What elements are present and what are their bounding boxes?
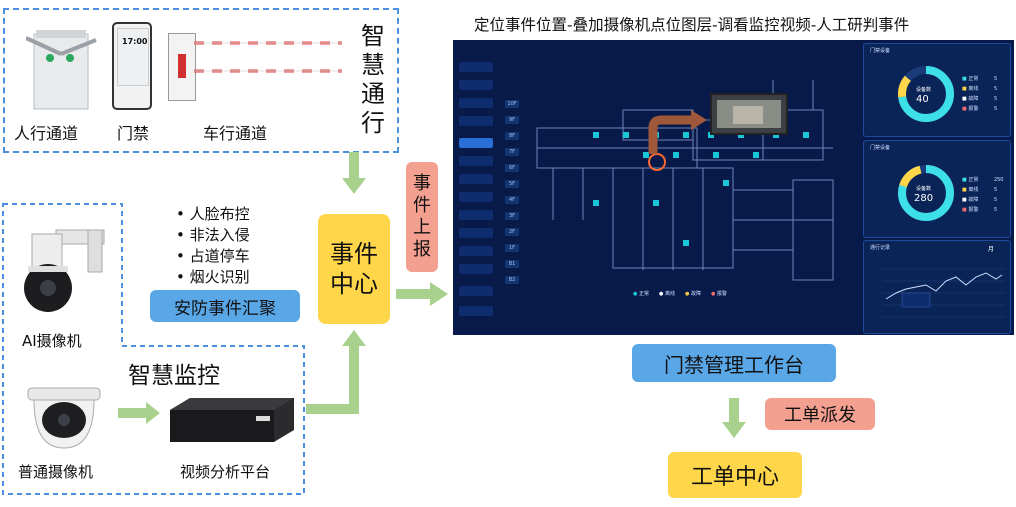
menu-item — [459, 306, 493, 316]
floor-button: 7F — [505, 148, 519, 156]
donut-1-label: 设备数 — [916, 87, 932, 93]
donut-chart-2 — [898, 165, 954, 221]
floor-plan-map — [536, 80, 834, 281]
legend-normal: ● 正常 — [633, 291, 649, 297]
video-platform-image — [170, 398, 294, 442]
event-center-box: 事件 中心 — [318, 214, 390, 324]
menu-item — [459, 286, 493, 296]
vehicle-channel-label: 车行通道 — [203, 124, 268, 143]
floor-button: 3F — [505, 212, 519, 220]
arrow-platform-to-center-head — [342, 330, 366, 346]
floor-button: 9F — [505, 116, 519, 124]
list-item: • 非法入侵 — [176, 226, 250, 244]
device-panel-1: 门禁设备 设备数 40 ■ 正常 5 ■ 离线 5 ■ 故障 5 ■ 报警 5 — [863, 43, 1011, 137]
workbench-pill: 门禁管理工作台 — [632, 344, 836, 382]
dispatch-pill: 工单派发 — [765, 398, 875, 430]
legend-item: ■ 故障 5 — [962, 96, 998, 102]
arrow-platform-to-center — [306, 404, 354, 414]
legend-item: ■ 正常 250 — [962, 177, 1004, 183]
donut-1-value: 40 — [916, 94, 929, 105]
list-item: • 人脸布控 — [176, 205, 250, 223]
vehicle-barrier-image — [168, 33, 196, 101]
dashboard-heading: 定位事件位置-叠加摄像机点位图层-调看监控视频-人工研判事件 — [474, 16, 910, 34]
video-platform-label: 视频分析平台 — [180, 463, 271, 481]
floor-button: 8F — [505, 132, 519, 140]
device-panel-2: 门禁设备 设备数 280 ■ 正常 250 ■ 离线 5 ■ 故障 5 ■ 报警… — [863, 140, 1011, 238]
terminal-time: 17:00 — [122, 37, 148, 46]
list-item: • 占道停车 — [176, 247, 250, 265]
door-access-label: 门禁 — [117, 124, 150, 143]
access-dashboard-screenshot: 10F 9F 8F 7F 6F 5F 4F 3F 2F 1F B1 B2 — [453, 40, 1014, 335]
donut-2-label: 设备数 — [916, 186, 932, 192]
legend-fault: ● 故障 — [684, 291, 701, 297]
menu-item — [459, 156, 493, 166]
month-tab[interactable]: 月 — [988, 246, 995, 253]
legend-item: ■ 离线 5 — [962, 86, 998, 92]
menu-item — [459, 98, 493, 108]
pass-record-line-chart — [882, 268, 1004, 318]
menu-item — [459, 246, 493, 256]
legend-item: ■ 离线 5 — [962, 187, 998, 193]
smart-access-box — [3, 8, 399, 153]
normal-camera-label: 普通摄像机 — [18, 463, 94, 481]
legend-offline: ● 离线 — [658, 291, 675, 297]
legend-item: ■ 报警 5 — [962, 207, 998, 213]
event-report-pill: 事 件 上 报 — [406, 162, 438, 272]
floor-button: 10F — [505, 100, 519, 108]
security-event-list: • 人脸布控 • 非法入侵 • 占道停车 • 烟火识别 — [176, 204, 250, 288]
menu-item — [459, 228, 493, 238]
security-aggregate-pill: 安防事件汇聚 — [150, 290, 300, 322]
menu-item — [459, 80, 493, 90]
dome-camera-image — [27, 387, 101, 449]
panel-1-legend: ■ 正常 5 ■ 离线 5 ■ 故障 5 ■ 报警 5 — [962, 74, 997, 114]
map-legend: ● 正常 ● 离线 ● 故障 ● 报警 — [633, 290, 727, 297]
turnstile-gate-image — [26, 30, 97, 110]
arrow-to-work-order-head — [722, 422, 746, 438]
panel-2-legend: ■ 正常 250 ■ 离线 5 ■ 故障 5 ■ 报警 5 — [962, 175, 1003, 215]
arrow-center-to-dashboard — [396, 289, 430, 299]
pass-record-panel: 通行记录 月 — [863, 240, 1011, 334]
menu-item — [459, 174, 493, 184]
menu-item — [459, 210, 493, 220]
donut-chart-1 — [898, 66, 954, 122]
legend-item: ■ 正常 5 — [962, 76, 998, 82]
smart-monitor-title: 智慧监控 — [128, 363, 220, 389]
floor-button: B1 — [505, 260, 519, 268]
floor-button: 2F — [505, 228, 519, 236]
pedestrian-channel-label: 人行通道 — [14, 124, 79, 143]
legend-item: ■ 故障 5 — [962, 197, 998, 203]
menu-item — [459, 116, 493, 126]
barrier-arms-image — [194, 41, 342, 73]
arrow-center-to-dashboard-head — [430, 282, 448, 306]
work-order-center-box: 工单中心 — [668, 452, 802, 498]
security-box — [2, 203, 305, 495]
arrow-platform-to-center-vertical — [349, 344, 359, 414]
floor-button: B2 — [505, 276, 519, 284]
list-item: • 烟火识别 — [176, 268, 250, 286]
legend-item: ■ 报警 5 — [962, 106, 998, 112]
face-terminal-image: 17:00 — [112, 22, 152, 110]
floor-button: 1F — [505, 244, 519, 252]
menu-item — [459, 264, 493, 274]
arrow-access-to-center-head — [342, 178, 366, 194]
smart-access-title: 智 慧 通 行 — [361, 22, 385, 137]
ai-camera-image — [24, 229, 105, 312]
arrow-to-work-order — [729, 398, 739, 422]
legend-alarm: ● 报警 — [710, 291, 727, 297]
menu-item — [459, 192, 493, 202]
menu-item-active — [459, 138, 493, 148]
donut-2-value: 280 — [914, 193, 934, 204]
arrow-camera-to-platform — [118, 408, 146, 418]
floor-button: 5F — [505, 180, 519, 188]
floor-button: 4F — [505, 196, 519, 204]
ai-camera-label: AI摄像机 — [22, 332, 82, 350]
menu-item — [459, 62, 493, 72]
arrow-camera-to-platform-head — [146, 402, 160, 424]
floor-button: 6F — [505, 164, 519, 172]
arrow-access-to-center — [349, 152, 359, 178]
